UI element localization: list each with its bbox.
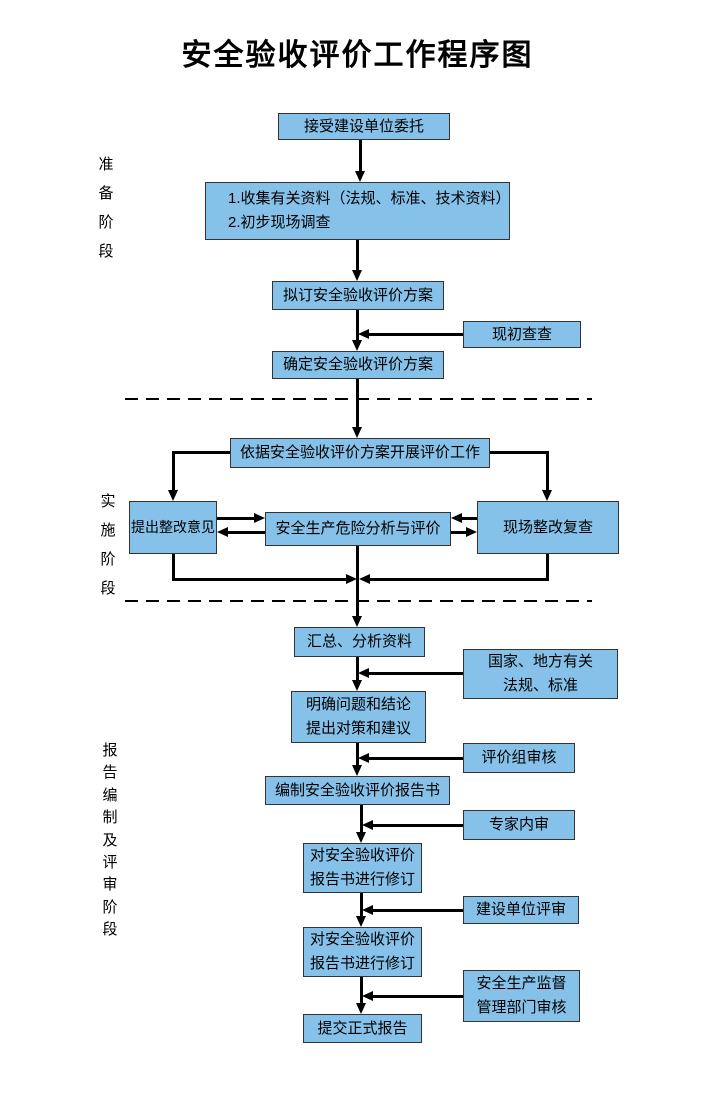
phase-label-implementation: 实施阶段	[100, 493, 116, 597]
node-revise-report-2: 对安全验收评价 报告书进行修订	[303, 927, 422, 977]
connector-accept-collect	[359, 140, 362, 174]
connector-carryout-left-v	[172, 451, 175, 493]
connector-analyze-recheck	[451, 531, 469, 534]
arrowhead-client-input	[362, 905, 373, 915]
node-confirm-plan: 确定安全验收评价方案	[272, 351, 444, 379]
node-regulations-standards: 国家、地方有关 法规、标准	[463, 649, 618, 699]
connector-collect-draft	[356, 240, 359, 271]
arrowhead-summarize	[352, 616, 362, 627]
node-revise-report-1: 对安全验收评价 报告书进行修订	[303, 843, 422, 893]
arrowhead-to-suggest	[217, 527, 228, 537]
arrowhead-suggest	[168, 490, 178, 501]
arrowhead-revise2	[356, 916, 366, 927]
arrowhead-collect	[355, 171, 365, 182]
arrowhead-to-analyze-right	[451, 513, 462, 523]
connector-carryout-right-v	[546, 451, 549, 493]
connector-team-input	[368, 757, 463, 760]
node-clarify-conclusions: 明确问题和结论 提出对策和建议	[291, 691, 426, 743]
arrowhead-to-recheck	[466, 527, 477, 537]
connector-draft-confirm	[356, 310, 359, 341]
arrowhead-junction-right	[359, 574, 370, 584]
arrowhead-compile	[352, 765, 362, 776]
connector-carryout-left-h	[172, 451, 230, 454]
connector-summarize-clarify	[356, 657, 359, 683]
phase-label-preparation: 准备阶段	[98, 156, 114, 260]
node-hazard-analysis: 安全生产危险分析与评价	[265, 512, 451, 546]
node-summarize-data: 汇总、分析资料	[294, 627, 425, 657]
arrowhead-survey-input	[358, 329, 369, 339]
node-initial-site-check: 现初查查	[463, 321, 581, 348]
node-team-review: 评价组审核	[463, 743, 575, 773]
node-expert-internal-review: 专家内审	[463, 810, 575, 840]
connector-recheck-analyze	[459, 517, 477, 520]
connector-suggest-down	[172, 554, 175, 581]
connector-revise2-submit	[360, 977, 363, 1006]
connector-recheck-junction	[370, 578, 548, 581]
connector-confirm-carryout	[356, 379, 359, 429]
connector-suggest-junction	[172, 578, 348, 581]
connector-analyze-suggest	[227, 531, 265, 534]
connector-analyze-summarize	[356, 546, 359, 619]
arrowhead-submit	[356, 1003, 366, 1014]
connector-compile-revise1	[360, 805, 363, 835]
connector-revise1-revise2	[360, 893, 363, 919]
connector-client-input	[372, 909, 463, 912]
connector-carryout-right-h	[490, 451, 548, 454]
arrowhead-team-input	[358, 753, 369, 763]
node-carry-out-evaluation: 依据安全验收评价方案开展评价工作	[230, 438, 490, 468]
connector-authority-input	[372, 995, 463, 998]
connector-clarify-compile	[356, 743, 359, 768]
arrowhead-to-analyze-left	[254, 513, 265, 523]
node-site-recheck: 现场整改复查	[477, 501, 619, 554]
node-submit-final-report: 提交正式报告	[303, 1014, 422, 1043]
arrowhead-confirm	[352, 340, 362, 351]
phase-label-reporting: 报告编制及评审阶段	[102, 742, 118, 939]
arrowhead-recheck	[542, 490, 552, 501]
connector-survey-input	[368, 333, 463, 336]
arrowhead-revise1	[356, 832, 366, 843]
node-collect-data: 1.收集有关资料（法规、标准、技术资料） 2.初步现场调查	[205, 182, 511, 240]
arrowhead-draft	[352, 270, 362, 281]
connector-suggest-analyze	[217, 517, 257, 520]
arrowhead-regulations-input	[358, 668, 369, 678]
connector-expert-input	[372, 824, 463, 827]
arrowhead-expert-input	[362, 820, 373, 830]
arrowhead-clarify	[352, 680, 362, 691]
node-authority-review: 安全生产监督 管理部门审核	[463, 970, 580, 1022]
node-rectification-suggestions: 提出整改意见	[129, 501, 217, 554]
node-draft-plan: 拟订安全验收评价方案	[272, 281, 444, 310]
arrowhead-authority-input	[362, 991, 373, 1001]
node-accept-commission: 接受建设单位委托	[278, 113, 450, 140]
node-compile-report: 编制安全验收评价报告书	[265, 776, 450, 805]
diagram-title: 安全验收评价工作程序图	[181, 39, 534, 72]
connector-regulations-input	[368, 672, 463, 675]
arrowhead-junction-left	[346, 574, 357, 584]
node-client-review: 建设单位评审	[463, 896, 579, 924]
arrowhead-carryout	[352, 427, 362, 438]
connector-recheck-down	[546, 554, 549, 581]
